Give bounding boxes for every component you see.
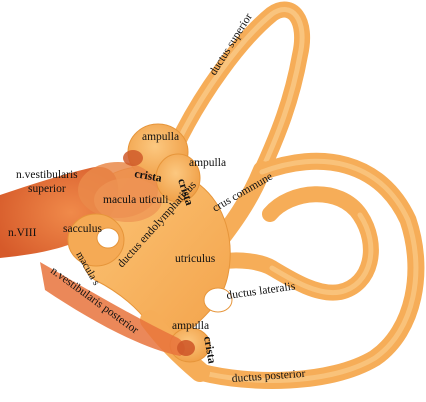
label-crista-bottom: crista [201, 335, 218, 364]
crista-posterior-mark [177, 340, 195, 356]
label-sacculus: sacculus [63, 223, 102, 235]
label-n-vestibularis-superior-1: n.vestibularis [16, 169, 78, 181]
label-ampulla-mid: ampulla [189, 157, 226, 169]
label-ductus-lateralis: ductus lateralis [226, 280, 297, 302]
crista-superior-mark [123, 150, 143, 166]
label-utriculus: utriculus [175, 253, 216, 265]
label-n-vestibularis-superior-2: superior [28, 183, 66, 195]
label-n-viii: n.VIII [8, 227, 37, 239]
label-macula-utriculi: macula uticuli [103, 194, 168, 206]
label-ampulla-bottom: ampulla [172, 320, 209, 332]
label-ampulla-top: ampulla [142, 131, 179, 143]
